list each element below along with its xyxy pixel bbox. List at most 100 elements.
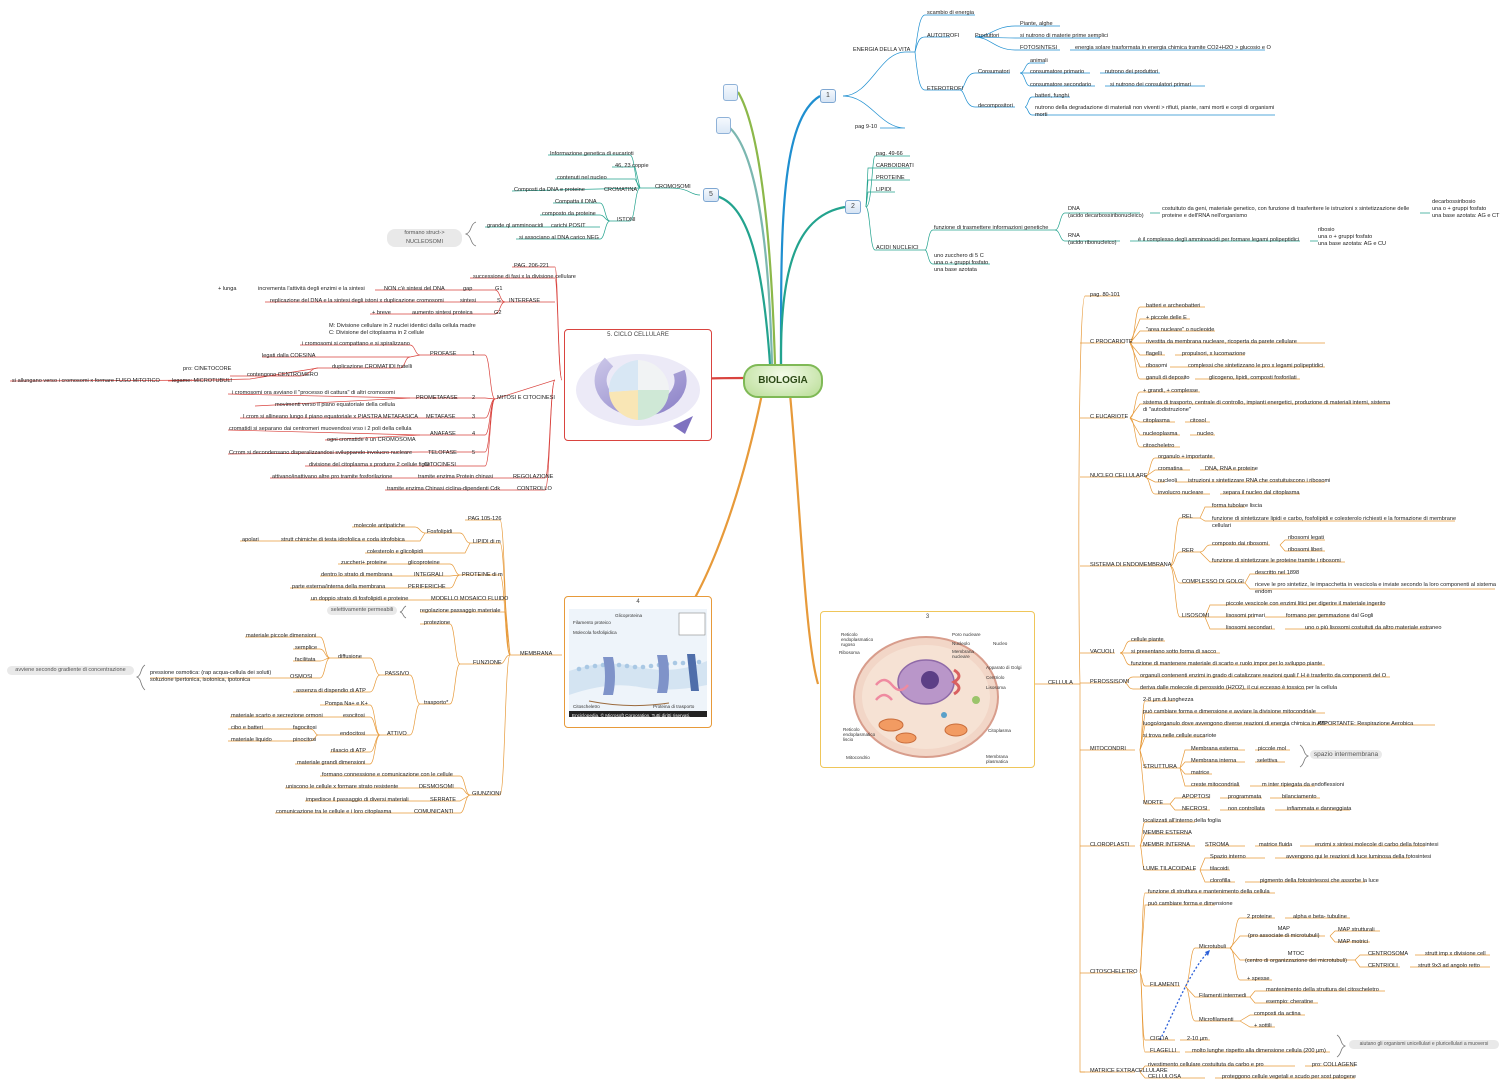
membrana-label[interactable]: MEMBRANA [520,651,553,657]
facilitata[interactable]: facilitata [295,657,316,663]
liso-secondari[interactable]: lisosomi secondari [1226,625,1273,631]
perossisomi[interactable]: PEROSSISOMI [1090,679,1130,685]
composti[interactable]: Composti da DNA e proteine [514,187,585,193]
metafase[interactable]: METAFASE [426,414,456,420]
empty-topic[interactable] [723,84,738,101]
imp-divisione[interactable]: strutt imp x divisione cell [1425,951,1486,957]
flagelli-desc[interactable]: molto lunghe rispetto alla dimensione ce… [1192,1048,1326,1054]
piu-grandi[interactable]: + grandi, + complesse [1143,388,1199,394]
pag-1[interactable]: pag 9-10 [855,124,878,130]
composto-ribo[interactable]: composto dai ribosomi [1212,541,1268,547]
apoptosi[interactable]: APOPTOSI [1182,794,1211,800]
funzione[interactable]: FUNZIONE [473,660,502,666]
spazio-intermembrana[interactable]: spazio intermembrana [1310,750,1382,759]
flagelli-p[interactable]: flagelli [1146,351,1162,357]
cromatina-n[interactable]: cromatina [1158,466,1183,472]
gradiente-note[interactable]: avviene secondo gradiente di concentrazi… [7,666,134,675]
telofase[interactable]: TELOFASE [428,450,457,456]
map[interactable]: MAP (pro associate di microtubuli) [1248,926,1320,939]
map-strutturali[interactable]: MAP strutturali [1338,927,1375,933]
centrosoma[interactable]: CENTROSOMA [1368,951,1409,957]
dna-desc[interactable]: costuituto da geni, materiale genetico, … [1162,206,1410,219]
aumento[interactable]: aumento sintesi proteica [412,310,473,316]
lunga[interactable]: + lunga [218,286,237,292]
mosaico[interactable]: MODELLO MOSAICO FLUIDO [431,596,509,602]
integrali[interactable]: INTEGRALI [414,572,444,578]
consumatore-primario[interactable]: consumatore primario [1030,69,1085,75]
luogo[interactable]: luogo/organulo dove avvengono diverse re… [1143,721,1328,727]
decomp-desc[interactable]: nutrono della degradazione di materiali … [1035,105,1275,118]
sintesi[interactable]: sintesi [460,298,476,304]
animali[interactable]: animali [1030,58,1048,64]
central-topic[interactable]: BIOLOGIA [743,364,823,398]
map-motrici[interactable]: MAP motrici [1338,939,1369,945]
citocinesi[interactable]: CITOCINESI [424,462,456,468]
nucleo-cellulare[interactable]: NUCLEO CELLULARE [1090,473,1148,479]
successione[interactable]: successione di fasi x la divisione cellu… [473,274,576,280]
funz-struttura[interactable]: funzione di struttura e mantenimento del… [1148,889,1270,895]
pressione[interactable]: pressione osmotica: (rap acqua-cellula d… [150,670,272,683]
membrana-pag[interactable]: PAG 105-126 [468,516,502,522]
comunicazione[interactable]: comunicazione tra le cellule e i loro ci… [276,809,392,815]
n3[interactable]: 3 [472,414,476,420]
funzione-genetica[interactable]: funzione di trasmettere informazioni gen… [934,225,1049,231]
rna-desc[interactable]: è il complesso degli amminoacidi per for… [1138,237,1300,243]
eucariote[interactable]: si trova nelle cellule eucariote [1143,733,1217,739]
non-sintesi[interactable]: NON c'è sintesi del DNA [384,286,445,292]
collagene[interactable]: pro: COLLAGENE [1312,1062,1358,1068]
nucleo[interactable]: nucleo [1197,431,1214,437]
necrosi[interactable]: NECROSI [1182,806,1208,812]
gap[interactable]: gap [463,286,473,292]
funz-rer[interactable]: funzione di sintetizzare le proteine tra… [1212,558,1341,564]
flagelli[interactable]: FLAGELLI [1150,1048,1177,1054]
membr-interna[interactable]: MEMBR INTERNA [1143,842,1190,848]
piccole-e[interactable]: + piccole delle E [1146,315,1187,321]
zuccheri[interactable]: zuccheri+ proteine [341,560,387,566]
cinetocore[interactable]: pro: CINETOCORE [183,366,232,372]
info-gen[interactable]: Informazione genetica di eucarioti [550,151,634,157]
passivo[interactable]: PASSIVO [385,671,410,677]
istoni[interactable]: ISTONI [617,217,636,223]
membr-esterna[interactable]: MEMBR ESTERNA [1143,830,1192,836]
microtubuli[interactable]: legame: MICROTUBULI [172,378,232,384]
acidi-nucleici[interactable]: ACIDI NUCLEICI [876,245,919,251]
attivo[interactable]: ATTIVO [387,731,407,737]
carichi[interactable]: carichi POSIT [551,223,586,229]
citoscheletro-e[interactable]: citoscheletro [1143,443,1175,449]
pigmento[interactable]: pigmento della fotosintesosi che assorbe… [1260,878,1379,884]
produttori[interactable]: Produttori [975,33,1000,39]
proteggono[interactable]: proteggono cellule vegetali e scudo per … [1222,1074,1357,1080]
periferiche[interactable]: PERIFERICHE [408,584,446,590]
g2[interactable]: G2 [494,310,502,316]
c-eucariote[interactable]: C EUCARIOTE [1090,414,1129,420]
energia-vita[interactable]: ENERGIA DELLA VITA [853,47,911,53]
enzimi-sintesi[interactable]: enzimi x sintesi molecole di carbo della… [1315,842,1439,848]
programmata[interactable]: programmata [1228,794,1262,800]
consumatori[interactable]: Consumatori [978,69,1010,75]
n5[interactable]: 5 [472,450,476,456]
cheratine[interactable]: esempio: cheratine [1266,999,1314,1005]
diffusione[interactable]: diffusione [338,654,362,660]
connessione[interactable]: formano connessione e comunicazione con … [322,772,453,778]
ciclo-cellulare-card[interactable]: 5. CICLO CELLULARE [564,329,712,441]
vacuoli[interactable]: VACUOLI [1090,649,1115,655]
nutrono[interactable]: si nutrono di materie prime semplici [1020,33,1108,39]
tilacoidi[interactable]: tilacoidi [1210,866,1229,872]
organuli[interactable]: organuli contenenti enzimi in grado di c… [1140,673,1387,679]
cattura[interactable]: i cromosomi ora avviano il "processo di … [232,390,395,396]
osmosi[interactable]: OSMOSI [290,674,313,680]
ciclo-pag[interactable]: PAG. 206-221 [514,263,550,269]
membrana-esterna[interactable]: Membrana esterna [1191,746,1238,752]
golgi[interactable]: COMPLESSO DI GOLGI [1182,579,1244,585]
grande-amm[interactable]: grande ql amminoacidi [487,223,544,229]
fagocitosi[interactable]: fagocitosi [293,725,317,731]
ciglia[interactable]: CIGLIA [1150,1036,1169,1042]
divisione[interactable]: divisione del citoplasma x produrre 2 ce… [309,462,431,468]
morte[interactable]: MORTE [1143,800,1164,806]
dentro[interactable]: dentro lo strato di membrana [321,572,393,578]
pompa[interactable]: Pompa Na+ e K+ [325,701,368,707]
topic-1[interactable]: 1 [820,89,836,103]
secondario-desc[interactable]: si nutrono dei consulatori primari [1110,82,1191,88]
comp-proteine[interactable]: composto da proteine [542,211,596,217]
piccole-mol[interactable]: piccole mol [1258,746,1286,752]
